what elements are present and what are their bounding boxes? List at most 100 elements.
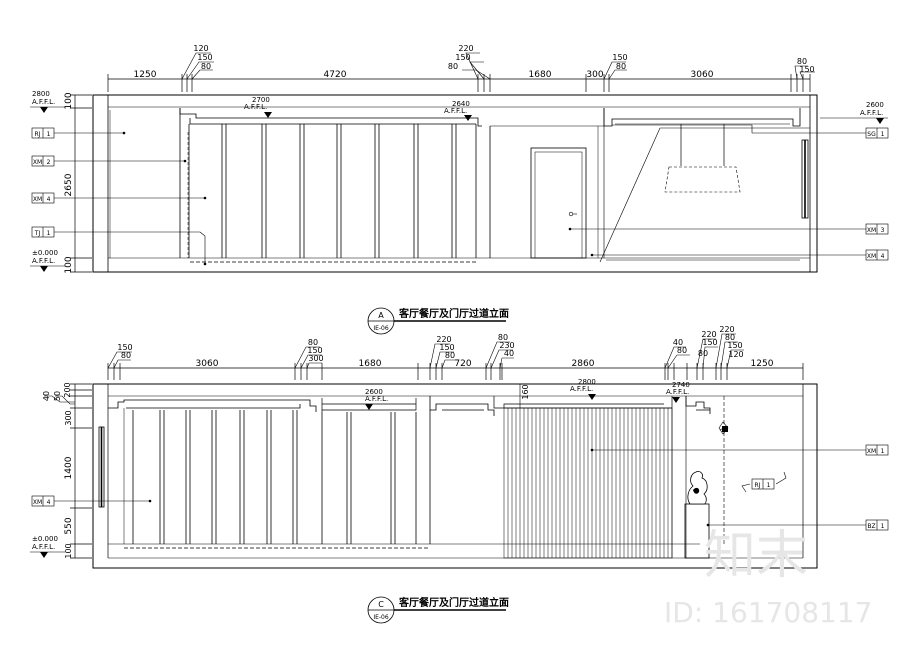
symbol-letter: A: [378, 311, 384, 320]
level-triangle-icon: [40, 552, 48, 558]
dim-top-5: 3060: [691, 70, 714, 80]
level-triangle-icon: [40, 107, 48, 113]
dim-small: 300: [308, 354, 323, 363]
dim-left: 100: [64, 256, 74, 273]
pendant-lamp: [664, 166, 741, 193]
ceiling-level-sub: A.F.F.L.: [666, 388, 689, 396]
tag-right: SG 1: [865, 127, 889, 139]
tag-left: XM 4: [31, 192, 55, 204]
tag-num: 4: [47, 196, 51, 203]
dim-small: 80: [448, 62, 458, 71]
tag-code: RJ: [755, 482, 761, 489]
tag-right: XM 1: [865, 444, 889, 456]
dim-left: 550: [64, 517, 74, 534]
dim-small: 120: [728, 350, 743, 359]
level-triangle-icon: [264, 112, 272, 118]
dim-small: 220: [719, 325, 734, 334]
dim-top-5: 1250: [751, 359, 774, 369]
ceiling-level-sub: A.F.F.L.: [570, 385, 593, 393]
tag-code: XM: [867, 227, 876, 234]
dim-small: 80: [698, 349, 708, 358]
dim-small: 80: [616, 62, 626, 71]
tag-num: 1: [47, 131, 51, 138]
dim-small: 120: [193, 44, 208, 53]
tag-num: 4: [881, 253, 885, 260]
level-triangle-icon: [464, 115, 472, 121]
dim-small: 150: [727, 341, 742, 350]
symbol-ref: IE-06: [373, 325, 389, 332]
ceiling-level: 2600: [365, 388, 383, 396]
dim-left: 1400: [64, 456, 74, 479]
dim-small: 80: [445, 351, 455, 360]
dim-160: 160: [521, 384, 530, 399]
level-bottom-sub: A.F.F.L.: [32, 257, 55, 265]
tag-code: XM: [33, 196, 42, 203]
dim-small: 80: [797, 57, 807, 66]
dim-left: 100: [64, 543, 73, 558]
ceiling-level: 2640: [452, 100, 470, 108]
dim-top-3: 1680: [529, 70, 552, 80]
level-bottom-sub: A.F.F.L.: [32, 543, 55, 551]
fluted-panel: [503, 407, 673, 559]
dim-small: 40: [673, 338, 683, 347]
tag-code: RJ: [35, 131, 41, 138]
dim-small: 80: [201, 62, 211, 71]
level-triangle-icon: [588, 394, 596, 400]
dim-top-4: 300: [586, 70, 603, 80]
tag-code: BZ: [867, 523, 875, 530]
dim-top-3: 720: [454, 359, 471, 369]
dim-top-1: 3060: [196, 359, 219, 369]
tag-num: 4: [47, 499, 51, 506]
ceiling-level: 2700: [252, 96, 270, 104]
dim-left: 300: [64, 410, 73, 425]
level-triangle-icon: [876, 118, 884, 124]
door-handle-icon: [568, 211, 574, 217]
dim-top-1: 1250: [134, 70, 157, 80]
watermark-id: ID: 161708117: [664, 596, 872, 629]
dim-small: 220: [436, 335, 451, 344]
dim-left: 2650: [64, 173, 74, 196]
dim-small: 150: [799, 65, 814, 74]
elevation-title-c: C IE-06 客厅餐厅及门厅过道立面: [367, 596, 509, 624]
level-top: 2800: [32, 90, 50, 98]
door: [530, 147, 587, 259]
tag-left: XM 2: [31, 155, 55, 167]
ceiling-level-sub: A.F.F.L.: [444, 107, 467, 115]
dim-top-4: 2860: [572, 359, 595, 369]
level-triangle-icon: [672, 397, 680, 403]
ceiling-level-sub: A.F.F.L.: [244, 103, 267, 111]
tag-code: TJ: [34, 230, 41, 237]
tag-code: XM: [33, 159, 42, 166]
tag-num: 2: [47, 159, 51, 166]
dim-small: 150: [439, 343, 454, 352]
elevation-title: 客厅餐厅及门厅过道立面: [398, 307, 509, 320]
level-right-sub: A.F.F.L.: [860, 109, 883, 117]
ceiling-level: 2800: [578, 378, 596, 386]
tag-num: 1: [767, 482, 771, 489]
elevation-c: 3060 1680 720 2860 1250 150 80: [30, 325, 889, 624]
tag-num: 1: [881, 131, 885, 138]
tag-code: XM: [867, 448, 876, 455]
elevation-title: 客厅餐厅及门厅过道立面: [398, 596, 509, 609]
dim-small: 150: [307, 346, 322, 355]
level-triangle-icon: [40, 266, 48, 272]
dim-small: 80: [121, 351, 131, 360]
dim-small: 220: [458, 44, 473, 53]
level-top-sub: A.F.F.L.: [32, 98, 55, 106]
dim-small: 220: [701, 330, 716, 339]
tag-right: BZ 1: [865, 519, 889, 531]
dim-small: 80: [498, 333, 508, 342]
symbol-letter: C: [378, 600, 384, 609]
tag-left: RJ 1: [31, 127, 55, 139]
dim-small: 230: [499, 341, 514, 350]
dim-top-2: 4720: [324, 70, 347, 80]
symbol-ref: IE-06: [373, 614, 389, 621]
tag-right: XM 3: [865, 223, 889, 235]
elevation-a: 1250 4720 1680 300 3060 120 150 80 220 1…: [30, 44, 889, 335]
dim-small: 150: [197, 53, 212, 62]
dim-left: 100: [64, 92, 74, 109]
level-bottom: ±0.000: [32, 535, 58, 543]
dim-small: 40: [504, 349, 514, 358]
dim-small: 80: [677, 346, 687, 355]
